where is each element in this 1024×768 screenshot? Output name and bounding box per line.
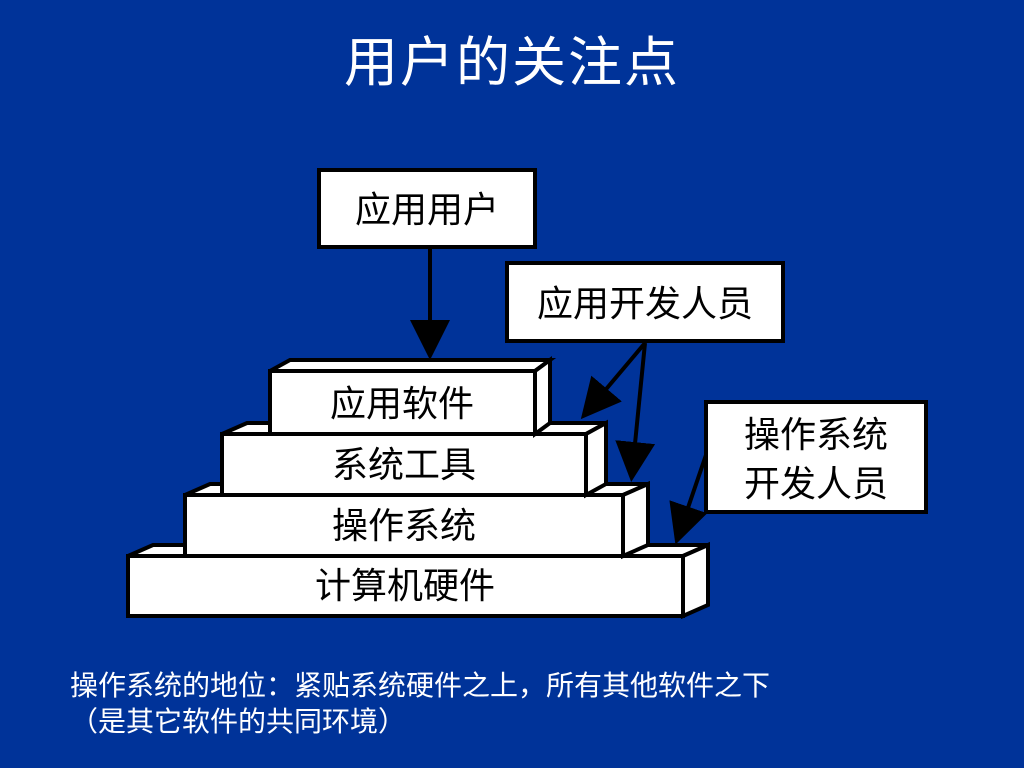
caption-line-2: （是其它软件的共同环境） [70, 705, 407, 738]
arrow-appdev-to-app [580, 341, 647, 420]
layer-application-software: 应用软件 [268, 356, 557, 438]
layer-os-side [621, 480, 650, 560]
layer-hardware-label: 计算机硬件 [315, 566, 495, 607]
os-developer-label-line1: 操作系统 [744, 415, 888, 456]
app-user-label: 应用用户 [355, 190, 499, 231]
layer-tools-side [584, 419, 608, 499]
app-developer-label: 应用开发人员 [537, 284, 753, 325]
layer-app-front [268, 369, 537, 436]
layer-tools-label: 系统工具 [332, 445, 476, 486]
app-user-box: 应用用户 [317, 168, 537, 249]
arrow-osdev-to-os [669, 454, 708, 545]
layer-app-label: 应用软件 [330, 384, 474, 425]
layer-hardware-side [681, 541, 710, 620]
app-user-rect [317, 168, 537, 249]
caption-line-1: 操作系统的地位：紧贴系统硬件之上，所有其他软件之下 [70, 669, 771, 702]
caption: 操作系统的地位：紧贴系统硬件之上，所有其他软件之下 （是其它软件的共同环境） [70, 668, 970, 740]
layer-tools-front [220, 432, 588, 497]
app-developer-box: 应用开发人员 [505, 261, 785, 343]
layer-os-label: 操作系统 [332, 506, 476, 547]
app-developer-rect [505, 261, 785, 343]
layer-hardware-front [126, 554, 685, 618]
os-developer-rect [704, 400, 928, 514]
os-developer-label-line2: 开发人员 [744, 464, 888, 505]
arrow-appdev-to-tools [615, 342, 656, 482]
os-developer-box: 操作系统 开发人员 [704, 400, 928, 514]
layer-app-side [533, 356, 552, 438]
slide-title: 用户的关注点 [344, 31, 680, 94]
